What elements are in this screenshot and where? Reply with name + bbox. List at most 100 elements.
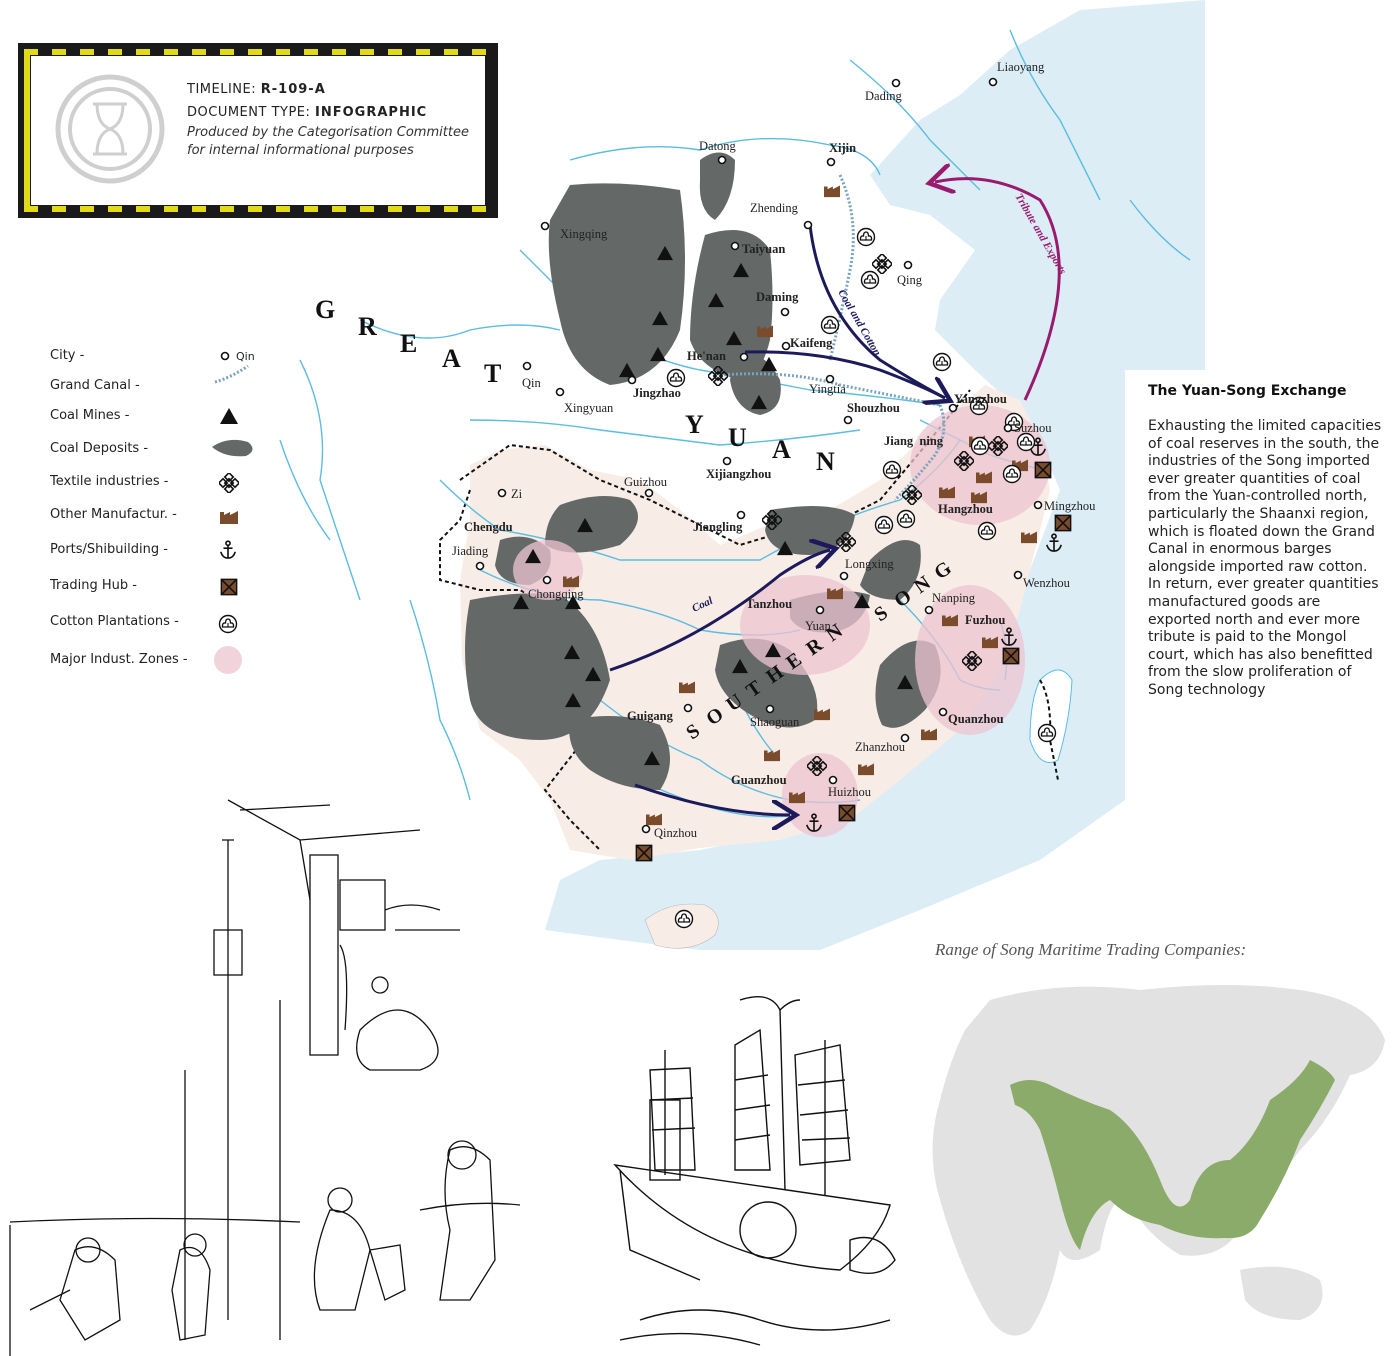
city-qing: Qing	[897, 273, 923, 287]
city-datong: Datong	[699, 139, 737, 153]
legend-canal-line	[214, 364, 249, 384]
grand-canal	[719, 174, 946, 502]
legend-label-city: City -	[50, 348, 85, 363]
city-yangzhou: Yangzhou	[954, 392, 1007, 406]
legend-label-coal-mines: Coal Mines -	[50, 408, 130, 423]
svg-text:G: G	[315, 295, 335, 324]
legend-city-sample: Qin	[236, 350, 255, 363]
city-zhanzhou: Zhanzhou	[855, 740, 906, 754]
city-jiangning: Jiang ning	[884, 434, 944, 448]
song-border	[439, 389, 971, 851]
city-guanzhou: Guanzhou	[731, 773, 787, 787]
svg-text:N: N	[816, 447, 835, 476]
world-map	[932, 985, 1385, 1336]
city-jiangling: Jiangling	[693, 520, 743, 534]
doctype-value: INFOGRAPHIC	[315, 105, 428, 120]
route-label-coal-cotton: Coal and Cotton	[835, 288, 883, 359]
timeline-label: TIMELINE:	[187, 82, 257, 97]
city-guigang: Guigang	[627, 709, 674, 723]
hourglass-icon	[55, 74, 165, 184]
city-tanzhou: Tanzhou	[746, 597, 792, 611]
timeline-line: TIMELINE: R-109-A	[187, 82, 326, 97]
city-jingzhao: Jingzhao	[633, 386, 681, 400]
doctype-label: DOCUMENT TYPE:	[187, 105, 311, 120]
city-hangzhou: Hangzhou	[938, 502, 993, 516]
legend-coal-mine-icon	[220, 408, 238, 424]
legend-symbols	[212, 351, 253, 674]
legend-zone-swatch	[214, 646, 242, 674]
city-markers	[475, 77, 1043, 834]
produced-by: Produced by the Categorisation Committee…	[187, 125, 469, 158]
city-mingzhou: Mingzhou	[1044, 499, 1096, 513]
legend-label-manufacture: Other Manufactur. -	[50, 507, 177, 522]
city-xijin: Xijin	[829, 141, 856, 155]
city-chengdu: Chengdu	[464, 520, 513, 534]
city-henan: He'nan	[687, 349, 726, 363]
city-guizhou: Guizhou	[624, 475, 668, 489]
city-yuan: Yuan	[805, 619, 831, 633]
maritime-title: Range of Song Maritime Trading Companies…	[935, 940, 1247, 959]
city-huizhou: Huizhou	[828, 785, 872, 799]
legend-label-ports: Ports/Shibuilding -	[50, 542, 168, 557]
city-daming: Daming	[756, 290, 799, 304]
taiwan-border	[1039, 679, 1059, 781]
legend-textile-icon	[219, 473, 239, 493]
junk-ship-illustration	[613, 996, 896, 1346]
legend-label-cotton: Cotton Plantations -	[50, 614, 179, 629]
city-xingyuan: Xingyuan	[564, 401, 614, 415]
city-yingtia: Yingtia	[809, 382, 846, 396]
city-shouzhou: Shouzhou	[847, 401, 900, 415]
svg-text:A: A	[772, 435, 791, 464]
route-coal-cotton-west	[744, 350, 946, 400]
legend-label-coal-deposits: Coal Deposits -	[50, 441, 149, 456]
route-coal-cotton-north	[808, 224, 945, 398]
city-dading: Dading	[865, 89, 903, 103]
mining-illustration	[9, 799, 521, 1356]
svg-text:A: A	[442, 344, 461, 373]
legend-label-zones: Major Indust. Zones -	[50, 652, 188, 667]
city-kaifeng: Kaifeng	[790, 336, 833, 350]
doctype-line: DOCUMENT TYPE: INFOGRAPHIC	[187, 105, 427, 120]
legend-city-marker	[220, 351, 230, 361]
city-longxing: Longxing	[845, 557, 894, 571]
city-jiading: Jiading	[452, 544, 489, 558]
header-panel: TIMELINE: R-109-A DOCUMENT TYPE: INFOGRA…	[30, 55, 486, 206]
legend-hub-icon	[220, 578, 238, 596]
city-qin: Qin	[522, 376, 542, 390]
route-coal-south	[634, 783, 790, 815]
legend-label-textile: Textile industries -	[50, 474, 169, 489]
city-wenzhou: Wenzhou	[1023, 576, 1071, 590]
city-quanzhou: Quanzhou	[948, 712, 1004, 726]
city-shaoguan: Shaoguan	[750, 715, 800, 729]
city-labels: Liaoyang Dading Datong Xijin Zhending Xi…	[452, 60, 1096, 840]
route-tribute	[935, 179, 1061, 401]
city-xijiangzhou: Xijiangzhou	[706, 467, 771, 481]
city-liaoyang: Liaoyang	[997, 60, 1045, 74]
svg-text:R: R	[358, 312, 377, 341]
city-taiyuan: Taiyuan	[742, 242, 785, 256]
city-zi: Zi	[511, 487, 523, 501]
city-suzhou: Suzhou	[1014, 421, 1052, 435]
route-coal-interior	[609, 550, 830, 672]
legend-cotton-icon	[218, 614, 238, 634]
side-panel-title: The Yuan-Song Exchange	[1148, 383, 1347, 399]
legend-anchor-icon	[219, 540, 237, 559]
legend-factory-icon	[220, 511, 238, 524]
city-fuzhou: Fuzhou	[965, 613, 1005, 627]
legend-label-trading-hub: Trading Hub -	[50, 578, 137, 593]
svg-text:T: T	[484, 359, 501, 388]
legend-label-canal: Grand Canal -	[50, 378, 140, 393]
region-label-great-yuan: G R E A T Y U A N	[315, 295, 835, 476]
city-chongqing: Chongqing	[528, 587, 584, 601]
city-zhending: Zhending	[750, 201, 799, 215]
svg-text:U: U	[728, 423, 747, 452]
svg-text:Y: Y	[685, 410, 704, 439]
document-header: TIMELINE: R-109-A DOCUMENT TYPE: INFOGRA…	[18, 43, 498, 218]
city-nanping: Nanping	[932, 591, 976, 605]
svg-text:E: E	[400, 329, 417, 358]
side-panel-body: Exhausting the limited capacities of coa…	[1148, 418, 1382, 698]
city-qinzhou: Qinzhou	[654, 826, 698, 840]
legend-coal-deposit-icon	[212, 439, 253, 457]
timeline-value: R-109-A	[260, 82, 326, 97]
